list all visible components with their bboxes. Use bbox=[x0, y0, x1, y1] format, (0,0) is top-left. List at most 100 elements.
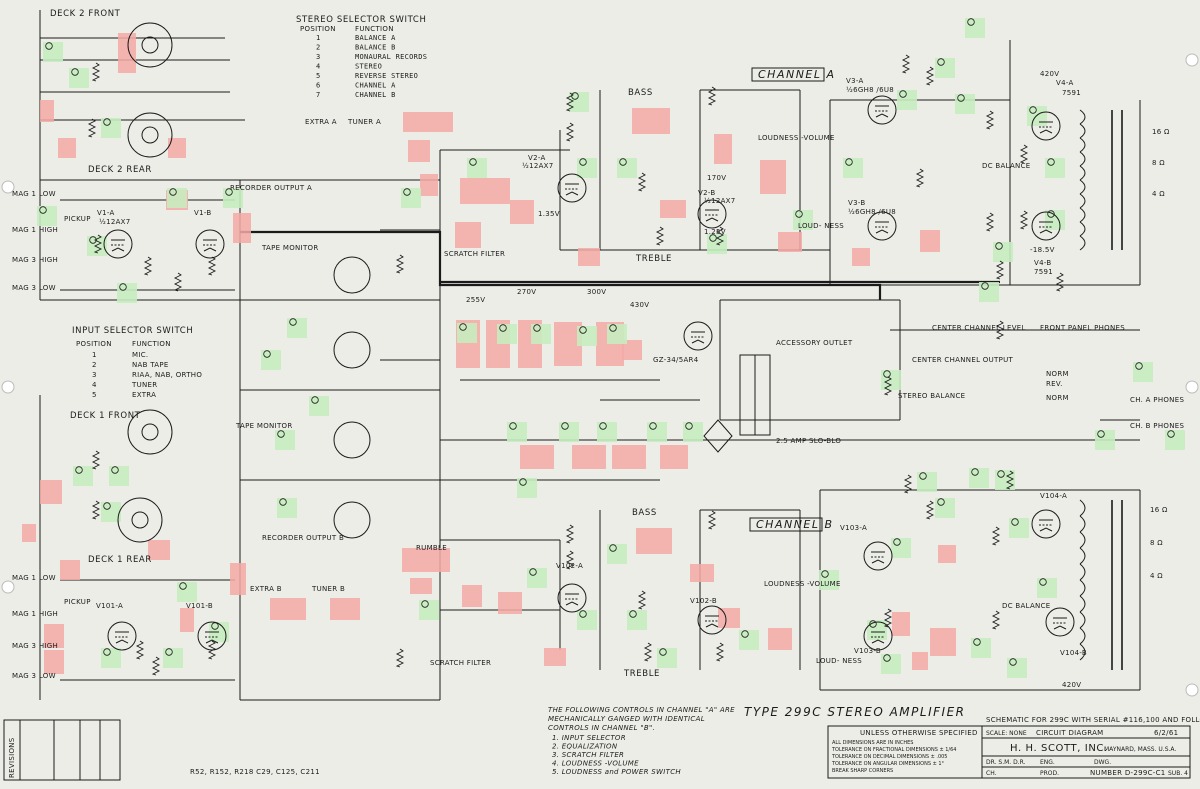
note-line-3: CONTROLS IN CHANNEL "B". bbox=[548, 724, 655, 732]
stereo-row-pos: 4 bbox=[316, 63, 321, 71]
part-ref-circle bbox=[685, 422, 693, 430]
part-ref-circle bbox=[165, 648, 173, 656]
changed-part-highlight bbox=[462, 585, 482, 607]
changed-part-highlight bbox=[578, 248, 600, 266]
tube-cathode bbox=[871, 639, 885, 644]
note-item: 4. LOUDNESS -VOLUME bbox=[552, 760, 639, 768]
part-ref-circle bbox=[957, 94, 965, 102]
part-highlight bbox=[617, 158, 637, 178]
resistor bbox=[925, 500, 935, 520]
tol-1: ALL DIMENSIONS ARE IN INCHES bbox=[832, 740, 913, 746]
part-highlight bbox=[965, 18, 985, 38]
out4-b: 4 Ω bbox=[1150, 572, 1163, 580]
v4b-type-label: 7591 bbox=[1034, 268, 1053, 276]
changed-part-highlight bbox=[892, 612, 910, 636]
revisions-block: REVISIONS bbox=[3, 719, 121, 781]
scale: SCALE: NONE bbox=[986, 730, 1027, 737]
part-ref-circle bbox=[919, 472, 927, 480]
unless-specified: UNLESS OTHERWISE SPECIFIED bbox=[860, 729, 978, 737]
part-highlight bbox=[497, 324, 517, 344]
part-highlight bbox=[891, 538, 911, 558]
changed-part-highlight bbox=[690, 564, 714, 582]
part-ref-circle bbox=[509, 422, 517, 430]
part-ref-circle bbox=[971, 468, 979, 476]
part-highlight bbox=[401, 188, 421, 208]
part-highlight bbox=[971, 638, 991, 658]
changed-part-highlight bbox=[230, 563, 246, 595]
resistor bbox=[655, 226, 665, 246]
part-ref-circle bbox=[1047, 158, 1055, 166]
changed-part-highlight bbox=[612, 445, 646, 469]
loudness-volume-a-label: LOUDNESS -VOLUME bbox=[758, 134, 835, 142]
extra-b-label: EXTRA B bbox=[250, 585, 282, 593]
part-highlight bbox=[43, 42, 63, 62]
tube-envelope bbox=[867, 211, 897, 241]
changed-part-highlight bbox=[660, 200, 686, 218]
part-highlight bbox=[527, 568, 547, 588]
changed-part-highlight bbox=[168, 138, 186, 158]
changed-part-highlight bbox=[520, 445, 554, 469]
company-location: MAYNARD, MASS. U.S.A. bbox=[1104, 746, 1176, 753]
resistor bbox=[643, 642, 653, 662]
resistor bbox=[565, 92, 575, 112]
part-ref-circle bbox=[609, 544, 617, 552]
part-highlight bbox=[683, 422, 703, 442]
part-highlight bbox=[843, 158, 863, 178]
tube-envelope bbox=[557, 173, 587, 203]
resistor bbox=[173, 272, 183, 292]
part-ref-circle bbox=[1135, 362, 1143, 370]
resistor bbox=[991, 526, 1001, 546]
changed-part-highlight bbox=[22, 524, 36, 542]
v101a-label: V101-A bbox=[96, 602, 123, 610]
part-highlight bbox=[627, 610, 647, 630]
changed-part-highlight bbox=[180, 608, 194, 632]
tube-cathode bbox=[691, 339, 705, 344]
part-ref-circle bbox=[103, 118, 111, 126]
part-highlight bbox=[163, 648, 183, 668]
part-highlight bbox=[507, 422, 527, 442]
v420-b-label: 420V bbox=[1062, 681, 1081, 689]
input-row-pos: 5 bbox=[92, 391, 97, 399]
note-item: 1. INPUT SELECTOR bbox=[552, 734, 626, 742]
part-ref-circle bbox=[71, 68, 79, 76]
center-output-label: CENTER CHANNEL OUTPUT bbox=[912, 356, 1014, 364]
mag1-high-b: MAG 1 HIGH bbox=[12, 610, 58, 618]
part-ref-circle bbox=[883, 654, 891, 662]
part-highlight bbox=[467, 158, 487, 178]
changed-part-highlight bbox=[60, 560, 80, 580]
mag3-low-a: MAG 3 LOW bbox=[12, 284, 56, 292]
changed-part-highlight bbox=[714, 134, 732, 164]
changed-part-highlight bbox=[44, 624, 64, 648]
v1b-label: V1-B bbox=[194, 209, 212, 217]
stereo-balance-label: STEREO BALANCE bbox=[898, 392, 965, 400]
schematic-note: SCHEMATIC FOR 299C WITH SERIAL #116,100 … bbox=[986, 716, 1200, 724]
part-ref-circle bbox=[75, 466, 83, 474]
tube-cathode bbox=[565, 191, 579, 196]
mag3-high-b: MAG 3 HIGH bbox=[12, 642, 58, 650]
dc-balance-a-label: DC BALANCE bbox=[982, 162, 1031, 170]
resistor bbox=[883, 608, 893, 628]
part-highlight bbox=[657, 648, 677, 668]
input-jacks: MAG 1 LOW MAG 1 HIGH MAG 3 HIGH MAG 3 LO… bbox=[12, 190, 58, 680]
part-highlight bbox=[117, 283, 137, 303]
voltage-labels: 255V 270V 300V 430V 420V 420V 1.35V 1.25… bbox=[466, 70, 1081, 689]
changed-part-highlight bbox=[402, 548, 450, 572]
resistor bbox=[565, 122, 575, 142]
input-selector-title: INPUT SELECTOR SWITCH bbox=[72, 326, 193, 336]
v2b-label: V2-B bbox=[698, 189, 716, 197]
resistors bbox=[87, 54, 1065, 676]
changed-part-highlight bbox=[408, 140, 430, 162]
v4a-type-label: 7591 bbox=[1062, 89, 1081, 97]
part-ref-circle bbox=[1167, 430, 1175, 438]
part-highlight bbox=[167, 188, 187, 208]
part-ref-circle bbox=[421, 600, 429, 608]
deck2-front-label: DECK 2 FRONT bbox=[50, 9, 121, 19]
part-highlight bbox=[1045, 158, 1065, 178]
part-highlight bbox=[647, 422, 667, 442]
v1a-label: V1-A bbox=[97, 209, 115, 217]
vm185-label: -18.5V bbox=[1030, 246, 1055, 254]
tube-cathode bbox=[1039, 129, 1053, 134]
treble-b-label: TREBLE bbox=[623, 669, 660, 679]
stereo-row-pos: 2 bbox=[316, 44, 321, 52]
v3a-label: V3-A bbox=[846, 77, 864, 85]
